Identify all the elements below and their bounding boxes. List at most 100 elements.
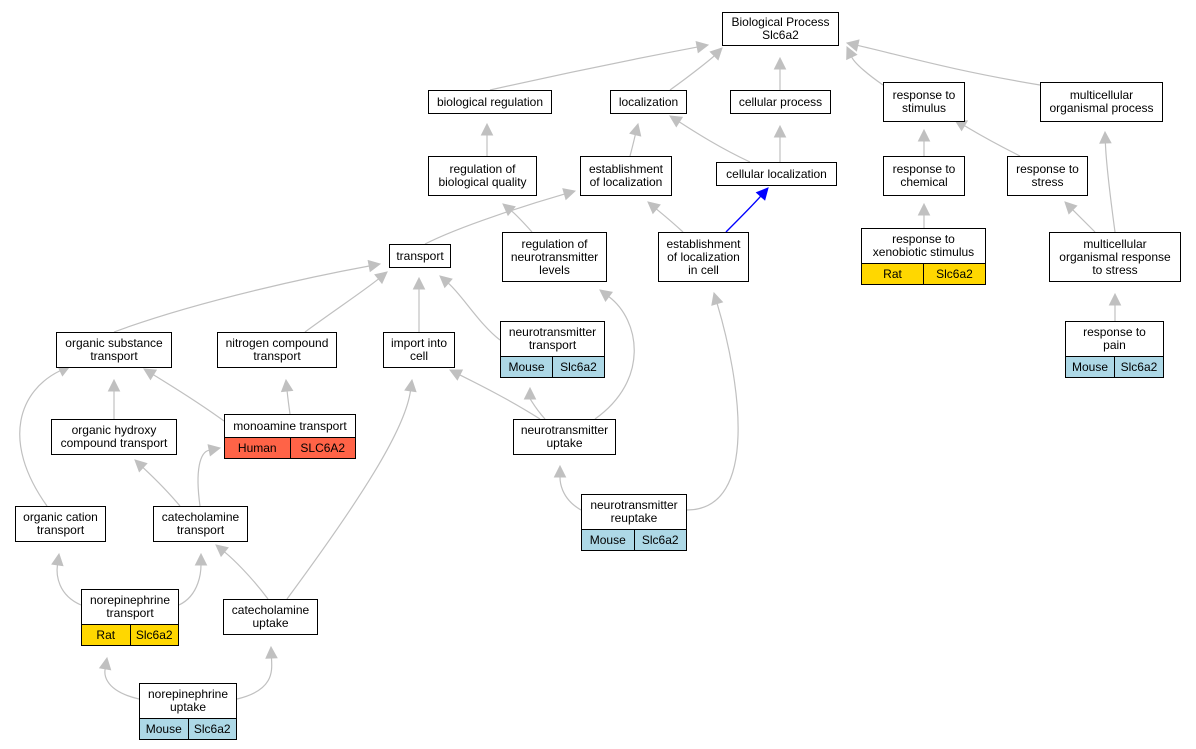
edge-norepitrans-to-catetrans xyxy=(178,552,208,606)
edge-cellloc-to-cellproc xyxy=(773,124,787,162)
arrowhead xyxy=(51,552,64,567)
go-term-label: organic hydroxy compound transport xyxy=(60,423,168,450)
go-term-node-respchem[interactable]: response to chemical xyxy=(883,156,965,196)
edge-ntransport-to-transport xyxy=(439,275,501,341)
go-term-node-nuptake[interactable]: neurotransmitter uptake xyxy=(513,419,616,455)
go-term-node-orgsub[interactable]: organic substance transport xyxy=(56,332,172,368)
go-term-node-estloccell[interactable]: establishment of localization in cell xyxy=(658,232,749,282)
edge-nreuptake-to-estloccell xyxy=(686,291,739,511)
edge-multiresp-to-respstress xyxy=(1064,201,1096,233)
arrowhead xyxy=(367,259,382,273)
arrowhead xyxy=(107,378,121,392)
arrowhead xyxy=(134,459,148,473)
edge-bioreg-to-bp xyxy=(489,40,710,91)
go-term-node-multiresp[interactable]: multicellular organismal response to str… xyxy=(1049,232,1181,282)
arrowhead xyxy=(412,276,426,290)
edge-line xyxy=(19,370,61,507)
arrowhead xyxy=(523,386,537,400)
go-term-label: cellular localization xyxy=(726,166,827,181)
go-term-node-cellloc[interactable]: cellular localization xyxy=(716,162,837,186)
species-label: Mouse xyxy=(1071,359,1109,374)
edge-orghydroxy-to-orgsub xyxy=(107,378,121,419)
go-term-node-bioreg[interactable]: biological regulation xyxy=(428,90,552,114)
go-term-node-respstress[interactable]: response to stress xyxy=(1007,156,1088,196)
edge-multiresp-to-multiproc xyxy=(1099,130,1116,233)
go-term-node-orghydroxy[interactable]: organic hydroxy compound transport xyxy=(51,419,177,455)
go-term-node-orgcation[interactable]: organic cation transport xyxy=(15,506,106,542)
edge-transport-to-estloc xyxy=(424,188,577,245)
edge-line xyxy=(447,282,501,341)
go-term-node-nitro[interactable]: nitrogen compound transport xyxy=(217,332,337,368)
go-term-node-estloc[interactable]: establishment of localization xyxy=(580,156,672,196)
edge-estloc-to-local xyxy=(629,122,642,157)
go-term-node-importcell[interactable]: import into cell xyxy=(383,332,455,368)
edge-line xyxy=(424,193,565,245)
arrowhead xyxy=(480,122,494,136)
go-term-label: organic substance transport xyxy=(65,336,163,363)
arrowhead xyxy=(98,656,112,671)
arrowhead xyxy=(647,201,661,215)
arrowhead xyxy=(404,378,417,393)
go-term-label: norepinephrine uptake xyxy=(147,687,229,714)
edge-line xyxy=(304,278,379,333)
edge-orgsub-to-transport xyxy=(113,259,382,333)
species-label: Human xyxy=(237,440,277,455)
edge-line xyxy=(489,46,698,91)
edge-line xyxy=(594,296,635,420)
edge-line xyxy=(197,449,210,507)
go-term-node-regbioq[interactable]: regulation of biological quality xyxy=(428,156,537,196)
edge-line xyxy=(686,303,739,511)
go-term-label: catecholamine uptake xyxy=(231,603,310,630)
arrowhead xyxy=(448,369,464,381)
gene-label: Slc6a2 xyxy=(923,264,985,284)
go-term-node-regneuro[interactable]: regulation of neurotransmitter levels xyxy=(502,232,607,282)
edge-line xyxy=(725,195,762,233)
arrowhead xyxy=(1099,130,1112,144)
go-term-label: nitrogen compound transport xyxy=(225,336,329,363)
go-term-label: neurotransmitter transport xyxy=(508,325,597,352)
edge-line xyxy=(629,134,636,157)
edge-line xyxy=(857,44,1041,86)
go-term-node-cateuptake[interactable]: catecholamine uptake xyxy=(223,599,318,635)
arrowhead xyxy=(711,291,724,306)
edge-importcell-to-transport xyxy=(412,276,426,332)
arrowhead xyxy=(439,275,453,289)
edge-nitro-to-transport xyxy=(304,271,388,333)
go-term-node-transport[interactable]: transport xyxy=(389,244,451,268)
species-label: Mouse xyxy=(589,532,626,547)
arrowhead xyxy=(215,544,229,558)
arrowhead xyxy=(846,45,858,61)
edge-estloccell-to-estloc xyxy=(647,201,684,233)
go-term-node-multiproc[interactable]: multicellular organismal process xyxy=(1040,82,1163,122)
gene-label: Slc6a2 xyxy=(552,357,604,377)
go-term-node-catetrans[interactable]: catecholamine transport xyxy=(153,506,248,542)
edge-respstress-to-respstim xyxy=(954,119,1021,157)
go-term-node-respstim[interactable]: response to stimulus xyxy=(883,82,965,122)
arrowhead xyxy=(669,115,684,128)
arrowhead xyxy=(917,128,931,142)
edge-respxeno-to-respchem xyxy=(917,202,931,228)
go-term-label: catecholamine transport xyxy=(161,510,240,537)
arrowhead xyxy=(917,202,931,216)
go-term-node-local[interactable]: localization xyxy=(610,90,687,114)
go-term-node-cellproc[interactable]: cellular process xyxy=(730,90,831,114)
edge-line xyxy=(286,390,412,600)
arrowhead xyxy=(280,378,294,393)
edge-cateuptake-to-importcell xyxy=(286,378,417,600)
species-label: Mouse xyxy=(145,721,182,736)
go-term-node-bp[interactable]: Biological Process Slc6a2 xyxy=(722,12,839,46)
edge-norepiuptake-to-cateuptake xyxy=(236,645,278,700)
edge-line xyxy=(113,265,370,333)
